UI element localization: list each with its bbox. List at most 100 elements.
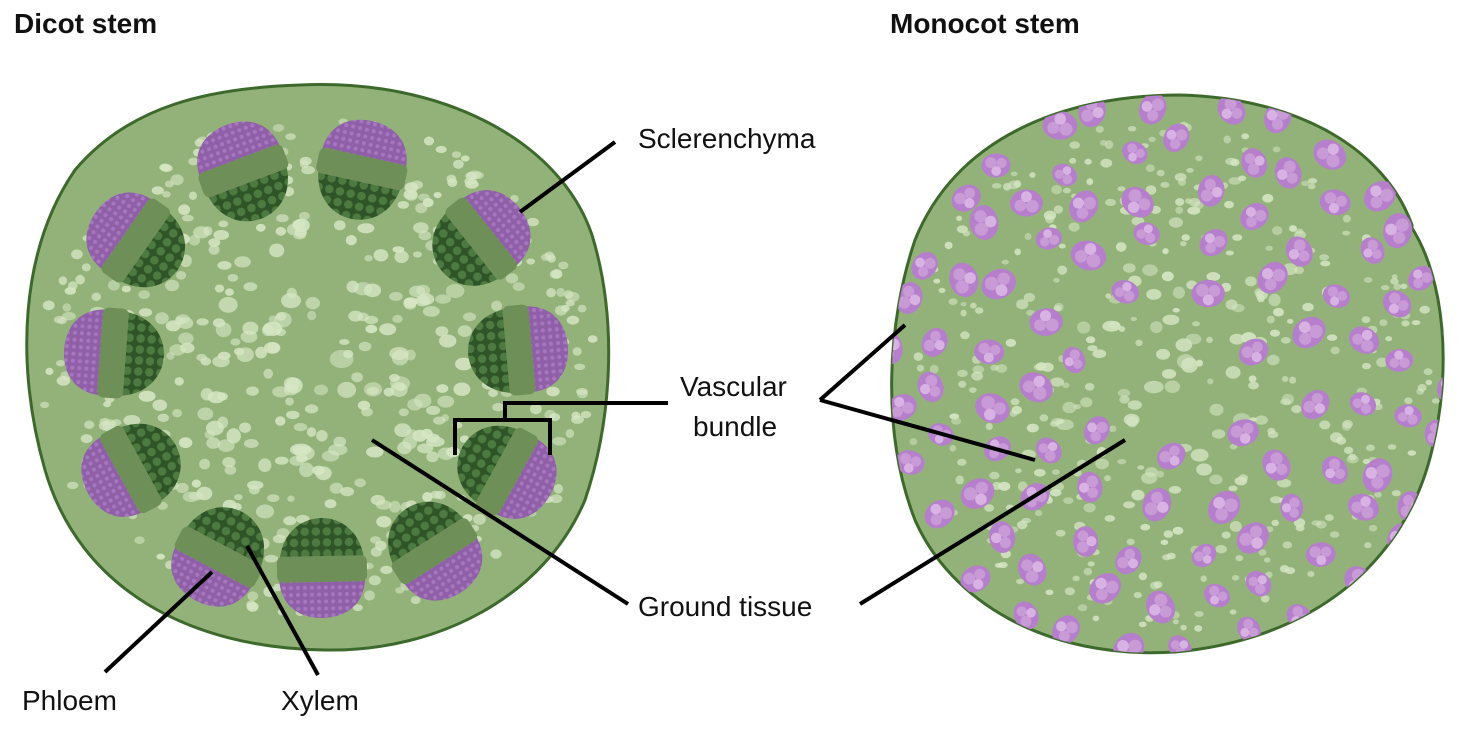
ground-cell [1050, 377, 1065, 387]
bundle-cell [1397, 300, 1409, 311]
bundle-cell [902, 401, 914, 414]
monocot-vascular-bundle [1073, 526, 1099, 557]
ground-cell [1156, 348, 1171, 360]
ground-cell [275, 416, 286, 426]
ground-cell [505, 273, 519, 284]
dicot-vascular-bundle [276, 518, 368, 618]
ground-cell [364, 590, 375, 601]
ground-cell [1225, 250, 1234, 256]
phloem-band [316, 147, 408, 191]
monocot-vascular-bundle [1301, 389, 1330, 420]
bundle-cell [1324, 192, 1337, 205]
ground-cell [352, 604, 363, 612]
ground-cell [233, 347, 245, 356]
bundle-cell [915, 257, 925, 268]
ground-cell [1146, 289, 1162, 300]
bundle-cell [1292, 606, 1304, 617]
bundle-cell [1215, 507, 1228, 521]
monocot-vascular-bundle [960, 565, 991, 593]
ground-cell [1145, 185, 1157, 195]
monocot-vascular-bundle [1163, 123, 1190, 153]
bundle-cell [1127, 201, 1140, 214]
xylem [318, 170, 401, 220]
ground-cell [410, 596, 421, 604]
sclerenchyma-label: Sclerenchyma [638, 123, 816, 154]
bundle-cell [1311, 392, 1323, 405]
ground-cell [98, 420, 115, 431]
ground-cell [423, 136, 435, 146]
bundle-cell [1021, 559, 1033, 572]
ground-cell [175, 314, 190, 324]
ground-cell [162, 191, 171, 198]
ground-cell [1102, 320, 1121, 332]
ground-cell [1195, 155, 1203, 162]
bundle-cell [1087, 422, 1097, 433]
sclerenchyma-cap [403, 535, 483, 601]
ground-cell [172, 409, 183, 418]
ground-cell [1268, 293, 1281, 307]
ground-cell [563, 290, 574, 299]
monocot-vascular-bundle [974, 339, 1005, 365]
ground-cell [430, 490, 442, 499]
ground-cell [957, 458, 967, 466]
sclerenchyma-cap [461, 190, 531, 267]
ground-cell [1104, 140, 1114, 150]
ground-cell [1307, 183, 1316, 190]
ground-cell [1225, 299, 1238, 310]
bundle-cell [1076, 207, 1089, 219]
ground-cell [314, 384, 328, 396]
ground-cell [1161, 369, 1177, 379]
ground-cell [1148, 136, 1156, 142]
ground-cell [1223, 135, 1232, 144]
ground-cell [1135, 339, 1143, 346]
ground-cell [1262, 193, 1274, 203]
monocot-vascular-bundle [989, 521, 1016, 553]
bundle-cell [1395, 539, 1407, 552]
bundle-cell [993, 402, 1006, 415]
ground-cell [329, 482, 344, 494]
ground-cell [242, 321, 259, 335]
bundle-cell [1394, 350, 1404, 360]
monocot-vascular-bundle [1245, 570, 1272, 597]
monocot-vascular-bundle [1042, 111, 1078, 140]
monocot-vascular-bundle [1083, 416, 1110, 445]
ground-cell [276, 528, 290, 539]
ground-cell [1425, 379, 1433, 386]
ground-cell [402, 435, 418, 450]
phloem-band [502, 304, 536, 396]
bundle-cell [1145, 232, 1156, 243]
bundle-cell [953, 268, 966, 281]
ground-cell [364, 255, 373, 262]
bundle-cell [1150, 491, 1163, 504]
ground-cell [1229, 333, 1245, 345]
ground-cell [373, 249, 389, 262]
ground-cell [306, 427, 317, 437]
ground-cell [40, 401, 50, 409]
ground-cell [1385, 336, 1393, 342]
ground-cell [580, 411, 592, 419]
sclerenchyma-cap [321, 119, 407, 170]
ground-cell [1209, 474, 1223, 485]
bundle-cell [1022, 380, 1036, 393]
bundle-cell [894, 396, 905, 408]
ground-cell [1280, 398, 1292, 406]
bundle-cell [929, 386, 941, 397]
bundle-cell [1062, 166, 1072, 175]
ground-cell [178, 437, 193, 449]
ground-cell [272, 386, 290, 398]
bundle-cell [1065, 621, 1078, 634]
bundle-cell [1069, 349, 1080, 360]
ground-cell [1330, 346, 1340, 355]
ground-cell [909, 438, 918, 446]
bundle-cell [1245, 206, 1256, 217]
ground-cell [1126, 538, 1135, 545]
bundle-cell [1361, 339, 1374, 352]
dicot-vascular-bundle [388, 501, 483, 601]
bundle-cell [1254, 155, 1265, 166]
ground-cell [170, 174, 184, 186]
ground-cell [1160, 181, 1170, 188]
ground-cell [1085, 336, 1096, 344]
monocot-vascular-bundle [1203, 583, 1231, 608]
bundle-cell [1034, 319, 1046, 332]
ground-cell [224, 465, 237, 475]
